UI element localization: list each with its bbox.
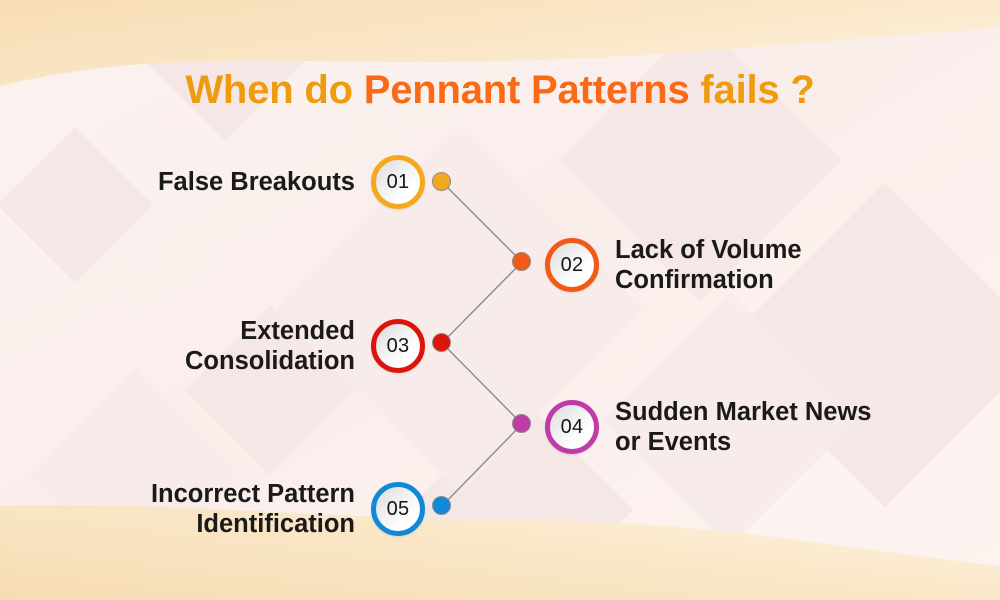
- connector-dot-04: [512, 414, 531, 433]
- item-label-03: Extended Consolidation: [185, 317, 355, 376]
- item-badge-04[interactable]: 04: [545, 400, 599, 455]
- item-label-02: Lack of Volume Confirmation: [615, 236, 802, 295]
- list-item-02[interactable]: 02 Lack of Volume Confirmation: [545, 235, 1000, 295]
- connector-dot-05: [432, 496, 451, 515]
- item-number-04: 04: [560, 416, 584, 439]
- item-number-05: 05: [386, 498, 410, 521]
- list-item-01[interactable]: False Breakouts 01: [0, 155, 425, 209]
- item-label-01: False Breakouts: [157, 167, 355, 196]
- item-number-01: 01: [386, 171, 410, 193]
- item-badge-02[interactable]: 02: [545, 238, 599, 293]
- item-label-04: Sudden Market News or Events: [615, 398, 872, 457]
- connector-dot-02: [512, 252, 531, 271]
- item-badge-03[interactable]: 03: [371, 319, 425, 374]
- item-number-02: 02: [560, 254, 584, 277]
- title-part-2: Pennant Patterns: [363, 68, 690, 112]
- list-item-05[interactable]: Incorrect Pattern Identification 05: [0, 479, 425, 539]
- list-item-04[interactable]: 04 Sudden Market News or Events: [545, 397, 1000, 457]
- list-item-03[interactable]: Extended Consolidation 03: [0, 316, 425, 376]
- page-title: When do Pennant Patterns fails ?: [0, 68, 1000, 113]
- item-badge-05[interactable]: 05: [371, 482, 425, 537]
- title-part-3: fails ?: [689, 68, 815, 112]
- connector-dot-03: [432, 333, 451, 352]
- zigzag-connector: [441, 181, 523, 507]
- connector-dot-01: [432, 172, 451, 191]
- item-label-05: Incorrect Pattern Identification: [150, 480, 355, 539]
- item-badge-01[interactable]: 01: [371, 155, 425, 209]
- title-part-1: When do: [185, 68, 364, 112]
- item-number-03: 03: [386, 335, 410, 358]
